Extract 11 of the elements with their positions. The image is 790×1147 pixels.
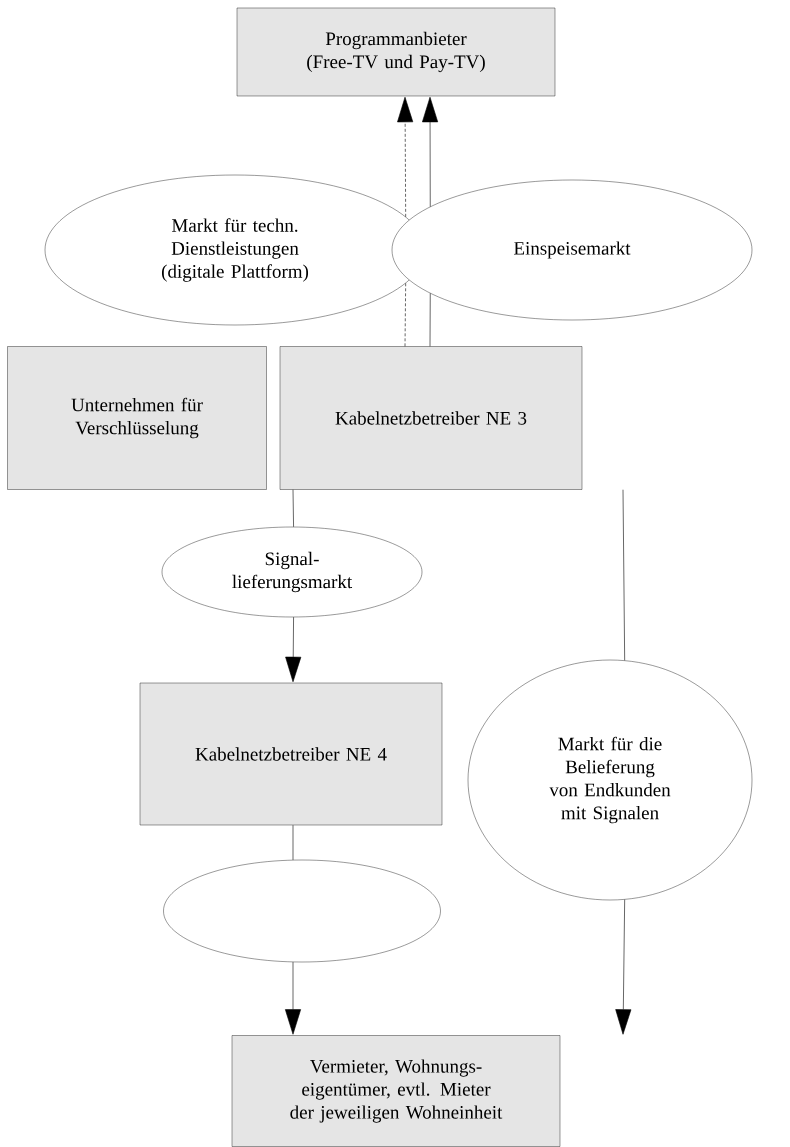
process-box: Programmanbieter (Free-TV und Pay-TV) xyxy=(236,7,556,97)
arrow xyxy=(285,961,301,1035)
arrow xyxy=(422,96,439,207)
process-box: Unternehmen für Verschlüsselung xyxy=(7,346,267,490)
process-box: Kabelnetzbetreiber NE 3 xyxy=(279,346,583,490)
empty-ellipse xyxy=(163,859,441,963)
process-box: Kabelnetzbetreiber NE 4 xyxy=(139,682,443,826)
arrow xyxy=(615,899,632,1035)
arrow xyxy=(285,616,302,683)
arrow xyxy=(397,96,414,218)
process-box: Vermieter, Wohnungs- eigentümer, evtl. Mieter der jeweiligen Wohneinheit xyxy=(231,1035,561,1147)
